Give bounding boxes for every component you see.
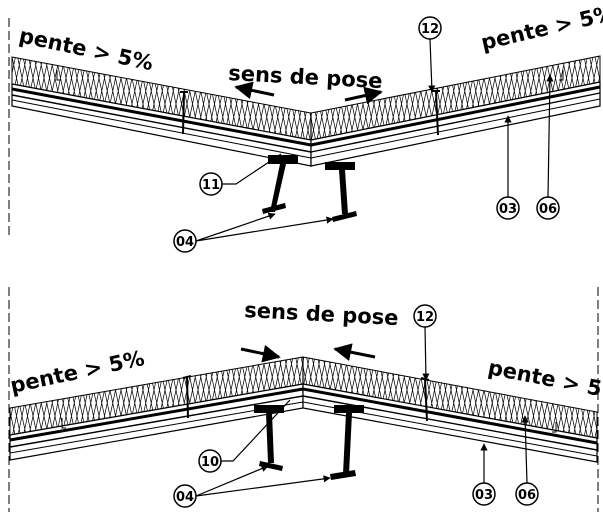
deck-line-left <box>11 94 312 153</box>
laying-direction-label: sens de pose <box>244 298 399 330</box>
callout-12: 12 <box>413 304 437 381</box>
vapour-barrier-left <box>9 387 304 442</box>
deck-line-left <box>9 395 304 448</box>
callout-11: 11 <box>199 153 282 196</box>
purlin-left <box>254 405 284 471</box>
svg-text:04: 04 <box>176 490 194 505</box>
svg-text:06: 06 <box>539 202 557 217</box>
laying-arrow-right <box>333 343 376 362</box>
laying-arrow-left <box>234 81 275 100</box>
callout-03: 03 <box>472 443 496 506</box>
diagram-bottom-ridge: sens de pose pente > 5% pente > 5% 12 10… <box>8 287 603 512</box>
board-joint-left <box>56 70 61 81</box>
svg-text:03: 03 <box>499 202 517 217</box>
deck-line-left-2 <box>11 99 312 159</box>
board-joint-right <box>559 70 564 81</box>
slope-label-right: pente > 5% <box>479 1 603 55</box>
diagram-top-valley: sens de pose pente > 5% pente > 5% 12 11… <box>8 1 603 253</box>
callout-04: 04 <box>173 465 331 508</box>
callout-10: 10 <box>198 399 291 473</box>
fastener-left <box>182 375 192 419</box>
board-joint-left <box>61 418 66 429</box>
vapour-barrier-right <box>310 85 601 147</box>
laying-arrow-left <box>240 344 281 363</box>
callout-03: 03 <box>496 115 520 220</box>
svg-text:03: 03 <box>475 488 493 503</box>
svg-text:12: 12 <box>416 310 434 325</box>
callout-06: 06 <box>536 74 560 220</box>
laying-arrow-right <box>344 86 383 105</box>
svg-text:12: 12 <box>421 22 439 37</box>
deck-line-right-2 <box>310 98 601 159</box>
callout-04: 04 <box>173 212 334 253</box>
laying-direction-label: sens de pose <box>228 61 383 93</box>
vapour-barrier-left <box>11 87 312 147</box>
callout-06: 06 <box>515 415 539 506</box>
callout-12: 12 <box>418 16 442 93</box>
svg-text:06: 06 <box>518 488 536 503</box>
svg-text:10: 10 <box>201 455 219 470</box>
purlin-right <box>330 405 364 480</box>
vapour-barrier-right <box>302 387 598 445</box>
board-joint-right <box>552 422 557 433</box>
svg-text:04: 04 <box>176 235 194 250</box>
purlin-right <box>325 162 357 222</box>
deck-line-right <box>310 92 601 153</box>
svg-text:11: 11 <box>202 178 220 193</box>
purlin-left <box>262 155 298 214</box>
fastener-left <box>180 91 188 135</box>
